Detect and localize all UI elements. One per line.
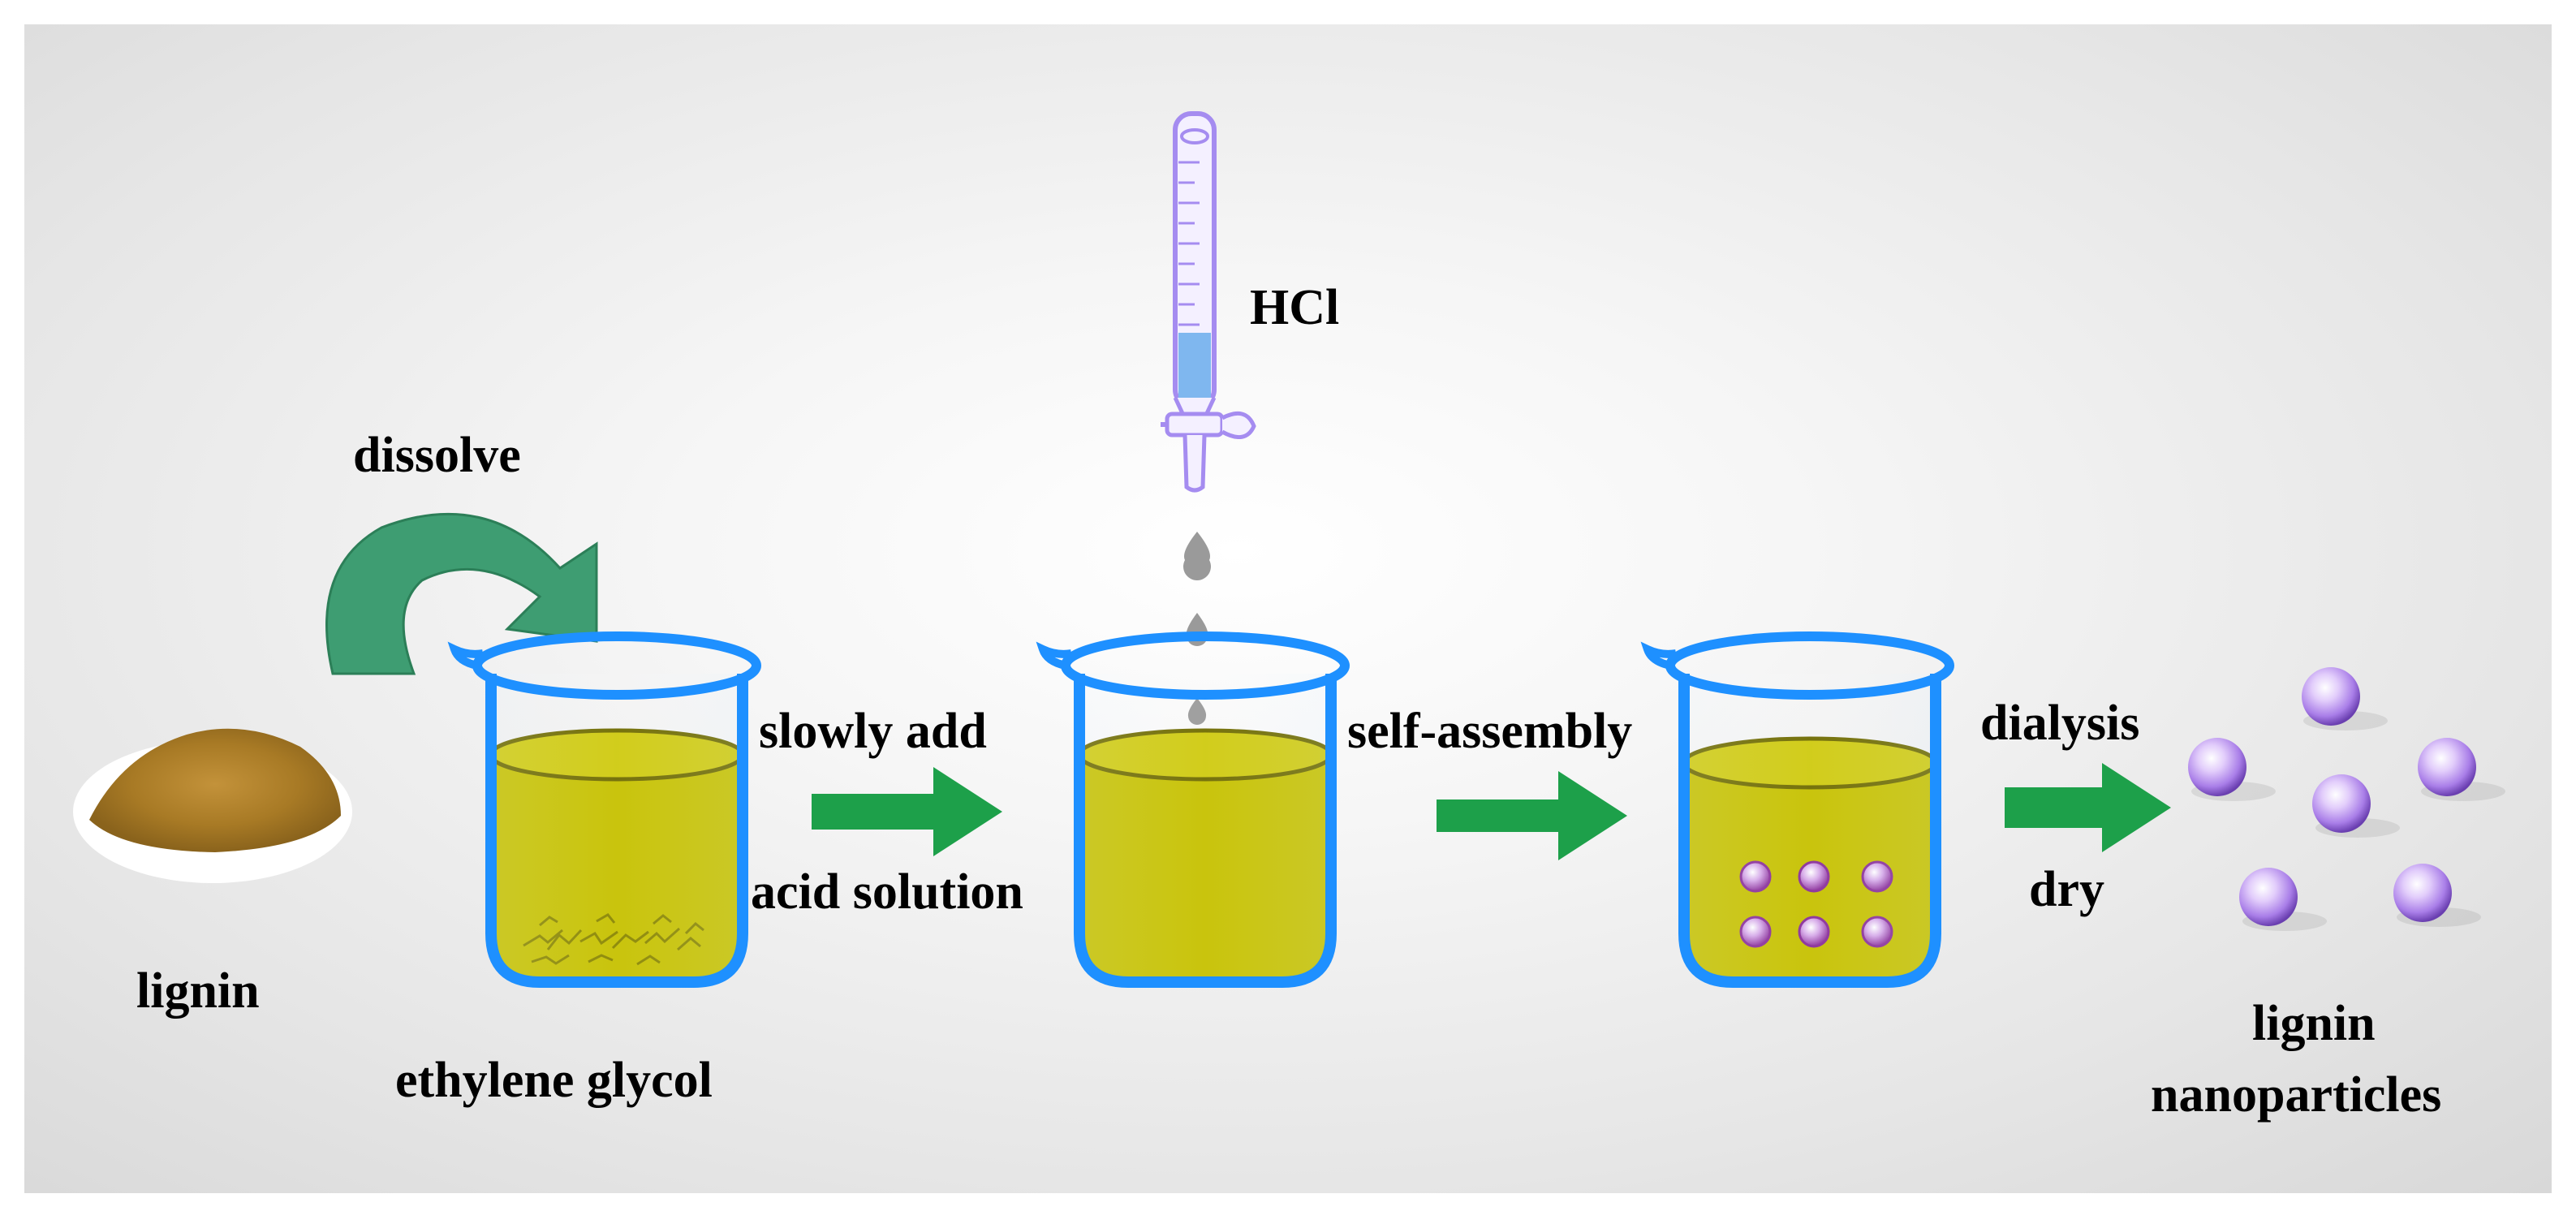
dissolve-arrow	[325, 512, 598, 675]
label-ethylene-glycol: ethylene glycol	[395, 1053, 713, 1108]
label-product-line1: lignin	[2252, 996, 2376, 1051]
beaker-1-icon	[447, 631, 761, 988]
label-dissolve: dissolve	[353, 428, 521, 483]
label-slowly-add: slowly add	[759, 704, 987, 759]
label-acid-solution: acid solution	[751, 864, 1023, 920]
label-dry: dry	[2029, 862, 2104, 917]
burette-icon	[1161, 111, 1256, 493]
sphere-icon	[2418, 738, 2476, 796]
label-self-assembly: self-assembly	[1347, 704, 1633, 759]
process-arrow-1	[812, 767, 1002, 856]
beaker-2-icon	[1036, 631, 1350, 988]
label-product-line2: nanoparticles	[2151, 1067, 2442, 1123]
sphere-icon	[2312, 774, 2371, 833]
sphere-icon	[2393, 864, 2452, 922]
lignin-nanoparticles-icon	[2188, 667, 2505, 931]
process-arrow-2	[1437, 771, 1627, 860]
drop-icon	[1182, 532, 1212, 581]
sphere-icon	[2239, 868, 2298, 926]
label-dialysis: dialysis	[1980, 696, 2140, 751]
sphere-icon	[2188, 738, 2246, 796]
diagram-background	[24, 24, 2552, 1193]
beaker-3-icon	[1640, 631, 1954, 988]
lignin-powder-icon	[73, 728, 352, 883]
sphere-icon	[2302, 667, 2360, 726]
label-hcl: HCl	[1250, 280, 1340, 335]
process-arrow-3	[2005, 763, 2171, 852]
label-lignin: lignin	[136, 963, 260, 1019]
